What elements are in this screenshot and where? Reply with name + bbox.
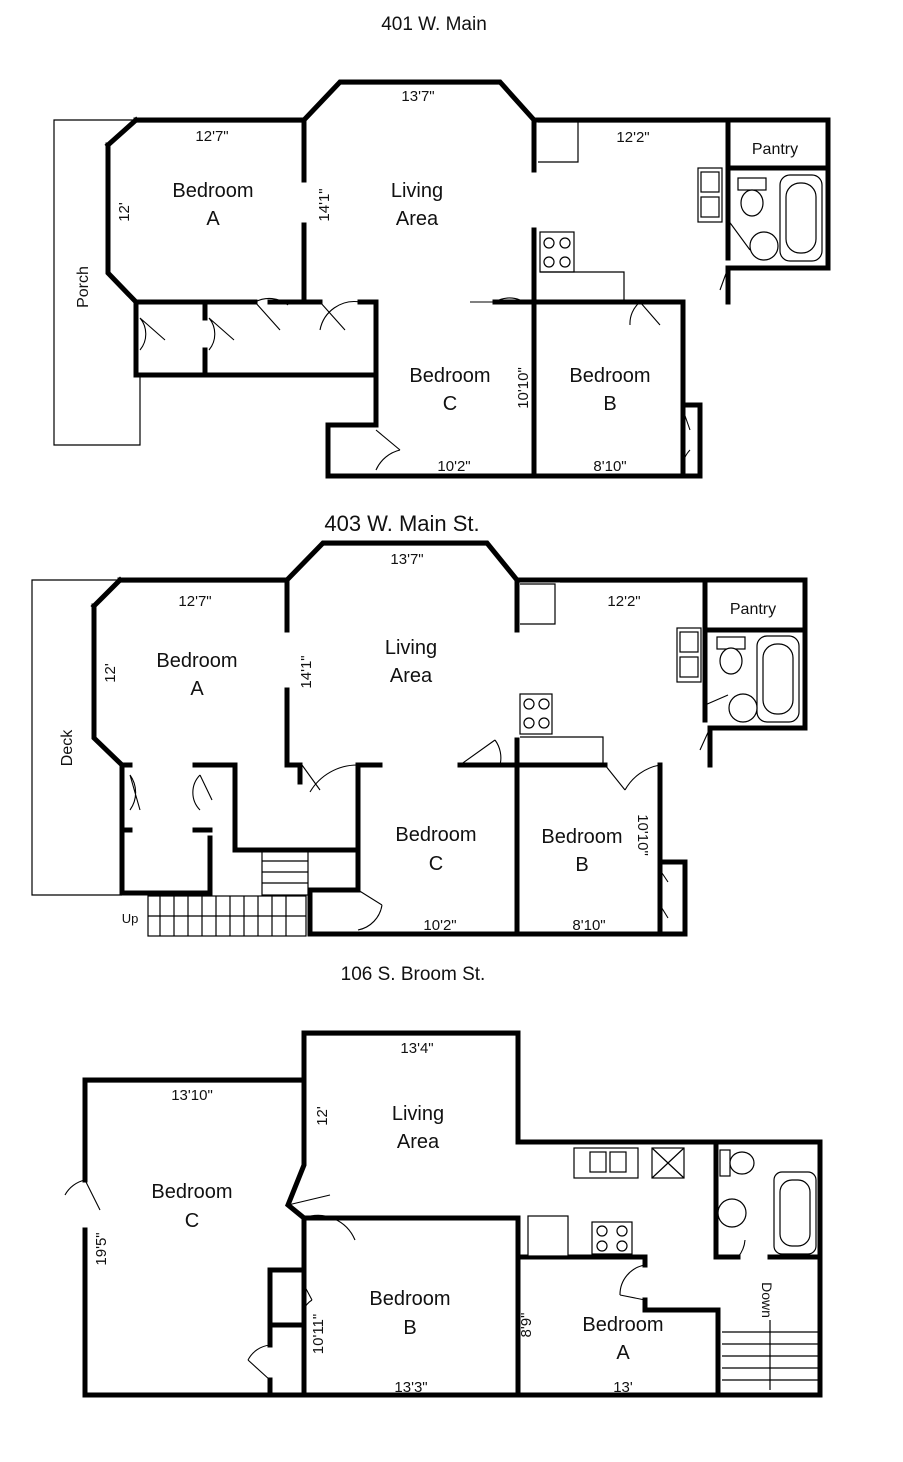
room-label-pantry: Pantry xyxy=(752,141,798,158)
bath-sink xyxy=(717,1198,747,1228)
window-lines xyxy=(93,544,680,736)
plan-title: 403 W. Main St. xyxy=(324,511,479,536)
deck-label: Deck xyxy=(59,729,76,766)
dim-bedroom-c-width: 10'2" xyxy=(437,458,470,475)
bath-sink xyxy=(749,231,779,261)
exterior-walls xyxy=(90,540,808,937)
porch-outline xyxy=(53,119,141,446)
dim-bedroom-a-width: 13' xyxy=(613,1379,633,1396)
interior-walls xyxy=(267,1139,823,1398)
stairs-up xyxy=(147,895,307,937)
counter xyxy=(520,736,604,765)
plan-title: 106 S. Broom St. xyxy=(341,964,486,985)
toilet xyxy=(719,1149,731,1177)
window-lines xyxy=(84,1034,518,1330)
refrigerator xyxy=(527,1215,569,1257)
plan-403-w-main-st: 403 W. Main St. Deck Up xyxy=(31,511,808,937)
dim-bedroom-b-width: 8'10" xyxy=(593,458,626,475)
dim-bedroom-c-height: 19'5" xyxy=(93,1232,110,1265)
plan-title: 401 W. Main xyxy=(381,14,487,35)
dim-kitchen-width: 12'2" xyxy=(607,593,640,610)
dim-bedroom-b-height: 10'11" xyxy=(310,1314,327,1354)
toilet xyxy=(716,636,746,650)
deck-outline xyxy=(31,579,122,896)
door-swings xyxy=(64,1179,746,1381)
bathtub xyxy=(773,1171,817,1255)
dim-living-top: 13'7" xyxy=(401,88,434,105)
room-label-pantry: Pantry xyxy=(730,601,776,618)
dim-bedroom-b-width: 13'3" xyxy=(394,1379,427,1396)
stairs-down-label: Down xyxy=(759,1282,775,1318)
toilet xyxy=(737,177,767,191)
exterior-walls xyxy=(82,1030,823,1398)
dim-bedroom-c-width: 13'10" xyxy=(171,1087,213,1104)
door-swings xyxy=(129,694,729,931)
closet xyxy=(538,121,579,163)
dim-bedroom-b-height: 10'10" xyxy=(634,814,651,856)
kitchen-sink xyxy=(697,167,723,223)
dim-bedroom-c-width: 10'2" xyxy=(423,917,456,934)
stairs-interior xyxy=(261,849,309,896)
stairs-down xyxy=(722,1320,818,1390)
bathtub xyxy=(779,174,823,262)
dim-living-height: 14'1" xyxy=(316,188,333,221)
bath-sink xyxy=(728,693,758,723)
dim-kitchen-width: 12'2" xyxy=(616,129,649,146)
dim-bedroom-a-height: 12' xyxy=(116,202,133,222)
dim-bedroom-a-width: 12'7" xyxy=(195,128,228,145)
interior-walls xyxy=(119,577,808,937)
interior-walls xyxy=(133,117,831,479)
dim-bedroom-b-width: 8'10" xyxy=(572,917,605,934)
plan-106-s-broom-st: 106 S. Broom St. Down xyxy=(64,964,823,1398)
dim-bedroom-a-width: 12'7" xyxy=(178,593,211,610)
dim-living-top: 13'7" xyxy=(390,551,423,568)
dim-bedroom-c-height: 10'10" xyxy=(515,367,532,409)
closet xyxy=(520,583,556,625)
dim-living-width: 13'4" xyxy=(400,1040,433,1057)
dim-bedroom-a-height: 8'9" xyxy=(518,1313,535,1338)
window-lines xyxy=(107,83,700,270)
door-swings xyxy=(139,219,751,471)
bathtub xyxy=(756,635,800,723)
dim-living-height: 12' xyxy=(314,1106,331,1126)
counter xyxy=(540,271,625,302)
kitchen-sink xyxy=(676,627,702,683)
dim-bedroom-a-height: 12' xyxy=(102,663,119,683)
dim-living-height: 14'1" xyxy=(298,655,315,688)
porch-label: Porch xyxy=(75,266,92,308)
stairs-up-label: Up xyxy=(122,911,139,926)
